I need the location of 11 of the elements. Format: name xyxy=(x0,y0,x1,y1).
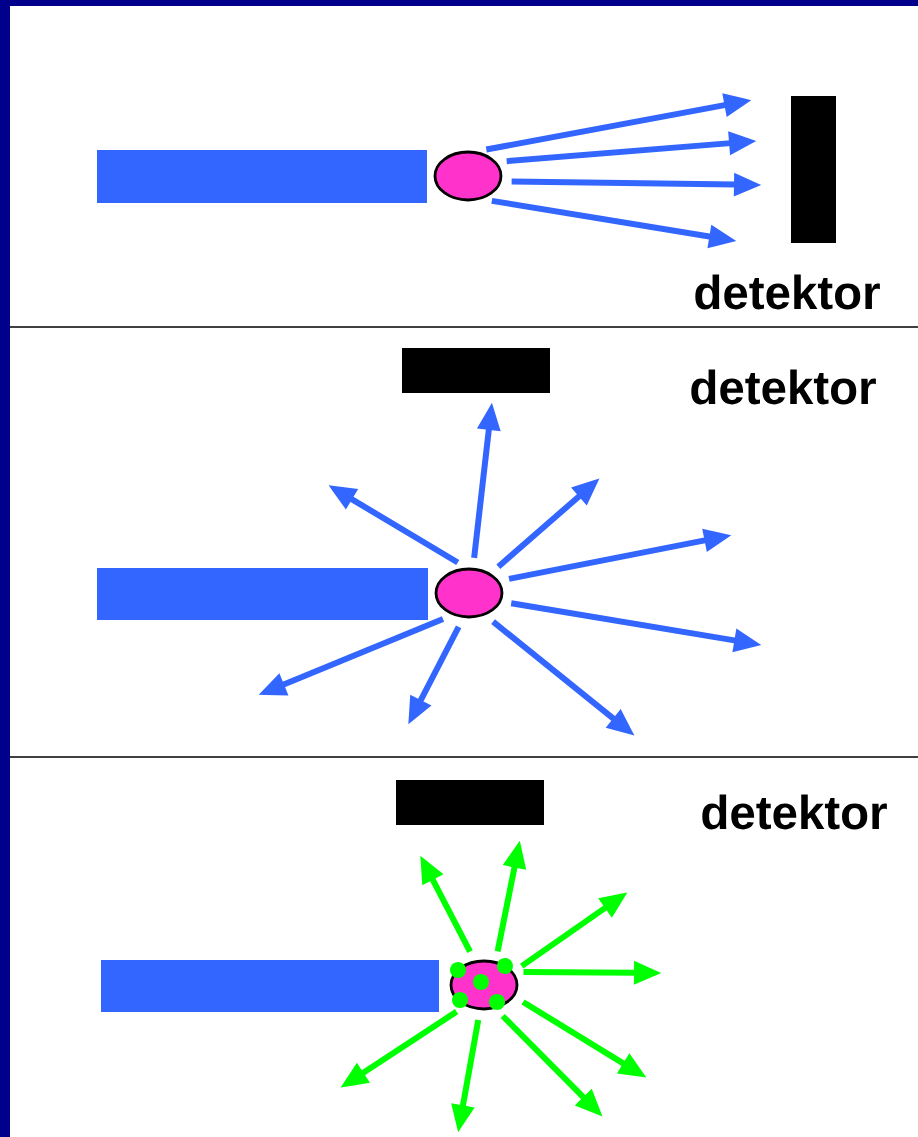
beam-bar xyxy=(101,960,439,1012)
beam-bar xyxy=(97,150,427,203)
sample-blob xyxy=(433,150,503,202)
detector-label: detektor xyxy=(695,274,880,310)
beam-bar xyxy=(97,568,428,620)
sample-blob xyxy=(434,567,504,619)
detector-bar xyxy=(396,780,544,825)
detector-bar xyxy=(402,348,550,393)
detector-label: detektor xyxy=(702,794,887,830)
detector-bar xyxy=(791,96,836,243)
detector-label: detektor xyxy=(691,369,876,405)
